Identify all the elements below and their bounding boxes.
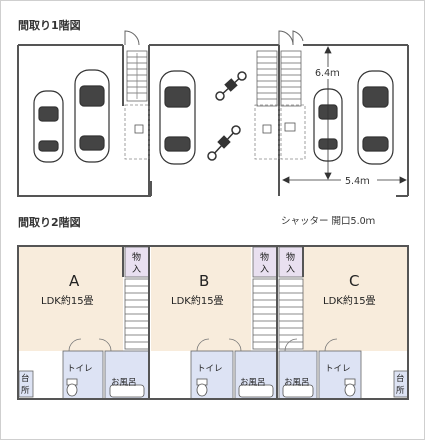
ldk-room (303, 247, 408, 351)
motorcycle-icon (207, 125, 241, 161)
bath-label: お風呂 (111, 378, 137, 388)
floor1-partitions (122, 45, 280, 196)
floor2-doors (68, 338, 338, 352)
motorcycle-icon (215, 71, 247, 101)
floor2-title: 間取り2階図 (18, 215, 81, 229)
ldk-label: LDK約15畳 (41, 294, 94, 307)
ldk-room (19, 247, 123, 351)
floor2-stairs (124, 278, 304, 350)
ldk-room (151, 247, 251, 351)
car-icon (33, 90, 64, 163)
unit-letter: C (349, 272, 359, 290)
dim-label-bg (341, 175, 377, 186)
floor1-dashed-areas (124, 104, 306, 160)
unit-a (18, 246, 150, 400)
toilet-label: トイレ (325, 364, 351, 374)
storage-room (252, 246, 278, 278)
unit-letter: A (69, 272, 80, 290)
floor1-stairs-left (126, 50, 148, 102)
floor2-walls (17, 245, 409, 400)
dim-label-bg (311, 67, 347, 79)
bath-label: お風呂 (284, 378, 310, 388)
shutter-opening: シャッター 開口5.0ｍ (281, 216, 375, 227)
dimension-height: 6.4ｍ (315, 68, 340, 79)
storage-label-top: 物 (260, 251, 269, 263)
kitchen-label-top: 台 (21, 373, 30, 384)
storage-label-bottom: 入 (132, 264, 141, 275)
storage-label-bottom: 入 (286, 264, 295, 275)
floor1-small-fixtures (134, 122, 296, 134)
toilet-icon (66, 378, 356, 397)
bath-label: お風呂 (240, 378, 266, 388)
floor1-stairs-mid (256, 50, 278, 107)
kitchen-label-bottom: 所 (21, 385, 30, 396)
kitchen-label-top: 台 (396, 373, 405, 384)
storage-label-top: 物 (132, 251, 141, 263)
car-icon (74, 69, 110, 163)
floor1-stairs-right (280, 50, 302, 107)
floor1-outline (17, 44, 409, 197)
car-icon (159, 70, 196, 165)
ldk-label: LDK約15畳 (171, 294, 224, 307)
floor1-doors (124, 30, 304, 46)
unit-letter: B (199, 272, 209, 290)
storage-label-bottom: 入 (260, 264, 269, 275)
bathtub-icon (109, 384, 314, 398)
storage-label-top: 物 (286, 251, 295, 263)
dimension-width: 5.4ｍ (345, 176, 370, 187)
toilet-label: トイレ (67, 364, 93, 374)
floor1-title: 間取り1階図 (18, 18, 81, 32)
toilet-label: トイレ (197, 364, 223, 374)
kitchen-label-bottom: 所 (396, 385, 405, 396)
ldk-label: LDK約15畳 (323, 294, 376, 307)
storage-room (124, 246, 150, 278)
car-icon (357, 70, 394, 165)
storage-room (278, 246, 304, 278)
